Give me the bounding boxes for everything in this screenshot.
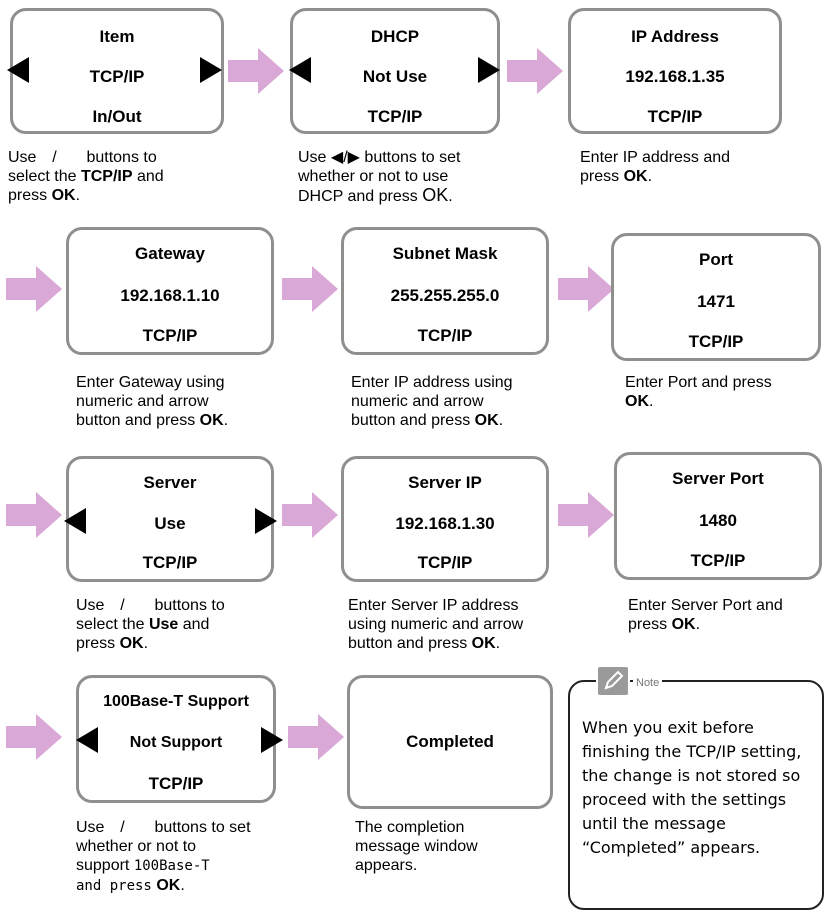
server-port-panel: Server Port 1480 TCP/IP	[614, 452, 822, 580]
panel-value: 192.168.1.10	[120, 286, 220, 305]
flow-arrow-icon	[228, 48, 284, 94]
panel-footer: In/Out	[92, 107, 142, 126]
panel-value: Not Use	[362, 67, 428, 86]
panel-title: 100Base-T Support	[103, 693, 249, 710]
flow-arrow-icon	[507, 48, 563, 94]
panel-value: Not Support	[129, 734, 223, 751]
panel-title: Server Port	[672, 469, 764, 488]
server-panel: Server Use TCP/IP	[66, 456, 274, 582]
panel-title: IP Address	[631, 27, 719, 46]
subnet-mask-panel: Subnet Mask 255.255.255.0 TCP/IP	[341, 227, 549, 355]
panel-footer: TCP/IP	[142, 553, 198, 572]
right-arrow-icon	[261, 727, 283, 753]
port-panel: Port 1471 TCP/IP	[611, 233, 821, 361]
flow-arrow-icon	[558, 266, 614, 312]
server-caption: Use/buttons to select the Use and press …	[76, 597, 225, 652]
flow-arrow-icon	[282, 266, 338, 312]
item-caption: Use/buttons to select the TCP/IP and pre…	[8, 149, 164, 204]
flow-arrow-icon	[6, 492, 62, 538]
panel-value: 255.255.255.0	[390, 286, 500, 305]
panel-footer: TCP/IP	[142, 326, 198, 345]
server-ip-caption: Enter Server IP address using numeric an…	[348, 597, 524, 652]
item-panel: Item TCP/IP In/Out	[10, 8, 224, 134]
left-arrow-icon	[76, 727, 98, 753]
panel-value: 1471	[697, 292, 735, 311]
note-box	[568, 680, 824, 910]
flow-arrow-icon	[6, 266, 62, 312]
panel-title: Server	[143, 473, 197, 492]
left-arrow-icon	[64, 508, 86, 534]
note-label: Note	[633, 677, 663, 689]
panel-title: Port	[699, 250, 733, 269]
pencil-icon	[596, 665, 630, 697]
right-arrow-icon	[255, 508, 277, 534]
left-arrow-icon	[7, 57, 29, 83]
right-arrow-icon	[478, 57, 500, 83]
right-arrow-icon	[200, 57, 222, 83]
panel-footer: TCP/IP	[417, 553, 473, 572]
dhcp-panel: DHCP Not Use TCP/IP	[290, 8, 500, 134]
panel-title: Gateway	[135, 244, 205, 263]
panel-footer: TCP/IP	[690, 551, 746, 570]
panel-footer: TCP/IP	[688, 332, 744, 351]
gateway-panel: Gateway 192.168.1.10 TCP/IP	[66, 227, 274, 355]
panel-title: Server IP	[408, 473, 482, 492]
flow-arrow-icon	[288, 714, 344, 760]
base-t-panel: 100Base-T Support Not Support TCP/IP	[76, 675, 276, 803]
panel-footer: TCP/IP	[417, 326, 473, 345]
left-arrow-icon	[289, 57, 311, 83]
flow-arrow-icon	[558, 492, 614, 538]
panel-title: DHCP	[370, 27, 420, 46]
panel-value: 192.168.1.35	[625, 67, 725, 86]
flow-arrow-icon	[282, 492, 338, 538]
panel-footer: TCP/IP	[647, 107, 703, 126]
note-text: When you exit before finishing the TCP/I…	[582, 718, 802, 857]
completed-panel: Completed	[347, 675, 553, 809]
panel-title: Subnet Mask	[392, 244, 498, 263]
panel-value: 1480	[699, 511, 737, 530]
panel-footer: TCP/IP	[148, 774, 204, 793]
base-t-caption: Use/buttons to set whether or not to sup…	[76, 819, 251, 894]
panel-value: 192.168.1.30	[395, 514, 495, 533]
panel-title: Completed	[406, 732, 494, 751]
panel-footer: TCP/IP	[367, 107, 423, 126]
completed-caption: The completion message window appears.	[355, 819, 478, 874]
ip-caption: Enter IP address and press OK.	[580, 149, 731, 185]
server-port-caption: Enter Server Port and press OK.	[628, 597, 783, 633]
panel-title: Item	[99, 27, 135, 46]
server-ip-panel: Server IP 192.168.1.30 TCP/IP	[341, 456, 549, 582]
ip-address-panel: IP Address 192.168.1.35 TCP/IP	[568, 8, 782, 134]
port-caption: Enter Port and press OK.	[625, 374, 772, 410]
dhcp-caption: Use ◀/▶ buttons to set whether or not to…	[298, 149, 461, 205]
panel-value: TCP/IP	[89, 67, 145, 86]
panel-value: Use	[154, 514, 186, 533]
flow-arrow-icon	[6, 714, 62, 760]
subnet-caption: Enter IP address using numeric and arrow…	[351, 374, 513, 429]
gateway-caption: Enter Gateway using numeric and arrow bu…	[76, 374, 229, 429]
